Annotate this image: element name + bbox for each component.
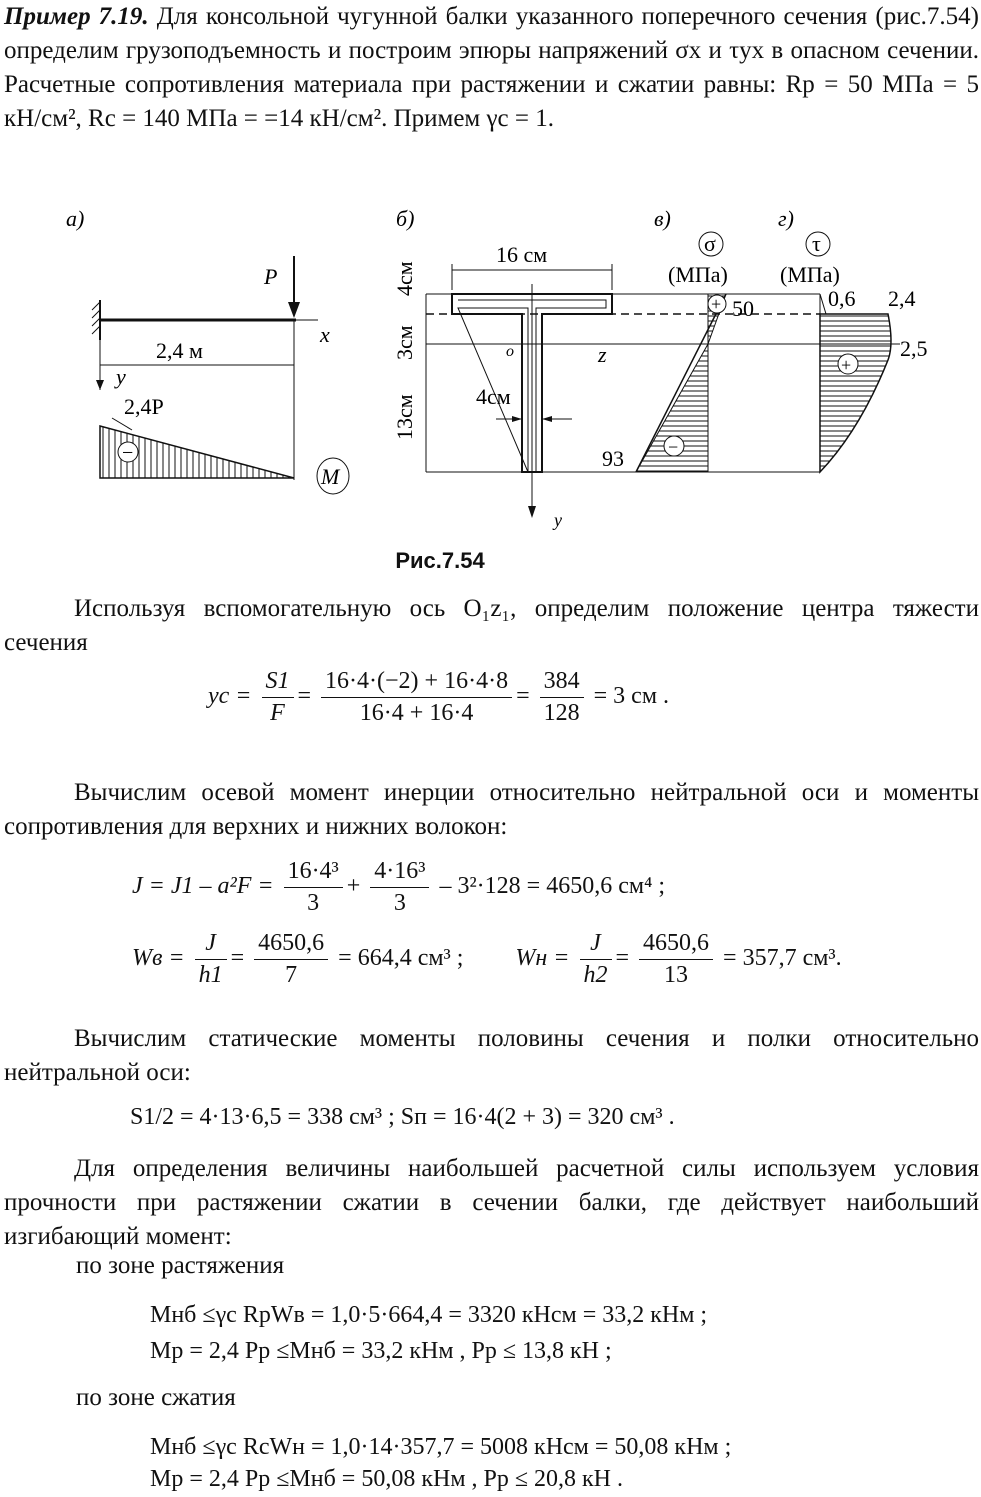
paragraph-static-moments: Вычислим статические моменты половины се… (4, 1025, 979, 1086)
sigma-diagram: σ (МПа) + 50 − 93 (602, 231, 754, 473)
zone-compression-label: по зоне сжатия (76, 1384, 236, 1411)
formula-static-moments: S1/2 = 4·13·6,5 = 338 см³ ; Sп = 16·4(2 … (130, 1104, 675, 1130)
f1-lhs: yc = (208, 683, 252, 710)
flange-width-label: 16 см (496, 242, 547, 267)
web-thickness-label: 4см (476, 384, 511, 409)
paragraph-strength: Для определения величины наибольшей расч… (4, 1155, 979, 1250)
tau-unit: (МПа) (780, 262, 840, 287)
origin-label: o (506, 343, 514, 360)
tau-diagram: τ (МПа) + 0,6 2,4 2,5 (780, 231, 928, 474)
dim-13cm-label: 13см (392, 394, 417, 440)
sigma-symbol: σ (704, 231, 716, 256)
sigma-top-value: 50 (732, 296, 754, 321)
formula-compression-2: Mр = 2,4 Pр ≤Mнб = 50,08 кНм , Pр ≤ 20,8… (150, 1466, 624, 1492)
formula-tension-1: Mнб ≤γc RрWв = 1,0·5·664,4 = 3320 кНсм =… (150, 1302, 708, 1328)
cantilever-scheme: P x 2,4 м y 2,4P − M (91, 256, 350, 495)
label-b: б) (396, 206, 414, 231)
example-title: Пример 7.19. (4, 3, 149, 30)
example-intro: Пример 7.19. Для консольной чугунной бал… (4, 0, 979, 136)
moment-diagram-label: M (320, 464, 341, 489)
label-a: а) (66, 206, 84, 231)
tau-value-24: 2,4 (888, 286, 916, 311)
dim-4cm-label: 4см (392, 261, 417, 296)
length-label: 2,4 м (156, 338, 203, 363)
label-g: г) (778, 206, 794, 231)
sigma-sign-bottom: − (668, 437, 678, 457)
sigma-sign-top: + (711, 294, 721, 314)
force-p-label: P (263, 264, 277, 289)
tau-value-25: 2,5 (900, 336, 928, 361)
axis-x-label: x (319, 322, 330, 347)
tau-symbol: τ (812, 231, 821, 256)
figure-caption: Рис.7.54 (395, 548, 485, 573)
paragraph-centroid: Используя вспомогательную ось O₁z₁, опре… (4, 595, 979, 656)
moment-value-label: 2,4P (124, 394, 164, 419)
paragraph-inertia: Вычислим осевой момент инерции относител… (4, 779, 979, 840)
zone-tension-label: по зоне растяжения (76, 1252, 285, 1279)
dim-3cm-label: 3см (392, 325, 417, 360)
axis-z-label: z (597, 342, 607, 367)
sigma-bottom-value: 93 (602, 446, 624, 471)
label-v: в) (654, 206, 671, 231)
tau-sign: + (841, 355, 851, 375)
sigma-unit: (МПа) (668, 262, 728, 287)
moment-sign: − (122, 442, 133, 464)
example-statement: Для консольной чугунной балки указанного… (4, 3, 980, 132)
axis-y-label-a: y (114, 364, 126, 389)
formula-compression-1: Mнб ≤γc RсWн = 1,0·14·357,7 = 5008 кНсм … (150, 1434, 732, 1460)
figure-7-54: а) P x 2,4 м y 2,4P − M (66, 206, 928, 530)
tau-value-06: 0,6 (828, 286, 856, 311)
f1-result: = 3 см . (593, 683, 669, 710)
axis-y-label-b: y (552, 510, 562, 530)
formula-tension-2: Mр = 2,4 Pр ≤Mнб = 33,2 кНм , Pр ≤ 13,8 … (150, 1338, 612, 1364)
t-section: 16 см y o z 4см 4см 3см 13см (392, 242, 900, 530)
